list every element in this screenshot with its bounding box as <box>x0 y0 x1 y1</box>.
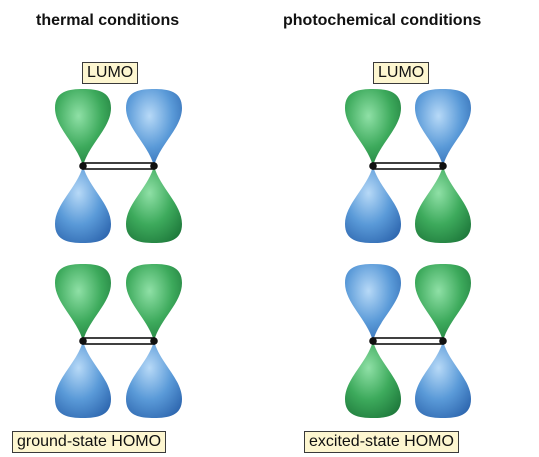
homo-nucleus-dot <box>79 337 87 345</box>
homo-lobe-upper-green <box>55 264 111 341</box>
lumo-lobe-upper-green <box>55 89 111 166</box>
homo-nucleus-dot <box>150 337 158 345</box>
homo-lobe-upper-green <box>126 264 182 341</box>
heading-thermal: thermal conditions <box>36 12 180 29</box>
label-lumo-photochemical: LUMO <box>373 62 430 84</box>
heading-photochemical: photochemical conditions <box>283 12 482 29</box>
lumo-lobe-upper-blue <box>415 89 471 166</box>
lumo-sigma-bond <box>82 162 155 170</box>
label-excited-state-homo: excited-state HOMO <box>304 431 459 453</box>
homo-lobe-lower-blue <box>415 341 471 418</box>
homo-lobe-upper-blue <box>345 264 401 341</box>
lumo-lobe-lower-blue <box>55 166 111 243</box>
lumo-nucleus-dot <box>439 162 447 170</box>
lumo-lobe-lower-green <box>415 166 471 243</box>
lumo-lobe-upper-blue <box>126 89 182 166</box>
lumo-lobe-upper-green <box>345 89 401 166</box>
lumo-sigma-bond <box>372 162 444 170</box>
homo-sigma-bond <box>372 337 444 345</box>
lumo-nucleus-dot <box>369 162 377 170</box>
label-ground-state-homo: ground-state HOMO <box>12 431 167 453</box>
homo-lobe-upper-green <box>415 264 471 341</box>
homo-sigma-bond <box>82 337 155 345</box>
label-lumo-thermal: LUMO <box>82 62 139 84</box>
lumo-lobe-lower-green <box>126 166 182 243</box>
homo-nucleus-dot <box>439 337 447 345</box>
lumo-nucleus-dot <box>150 162 158 170</box>
homo-nucleus-dot <box>369 337 377 345</box>
lumo-lobe-lower-blue <box>345 166 401 243</box>
lumo-nucleus-dot <box>79 162 87 170</box>
homo-lobe-lower-green <box>345 341 401 418</box>
homo-lobe-lower-blue <box>55 341 111 418</box>
homo-lobe-lower-blue <box>126 341 182 418</box>
